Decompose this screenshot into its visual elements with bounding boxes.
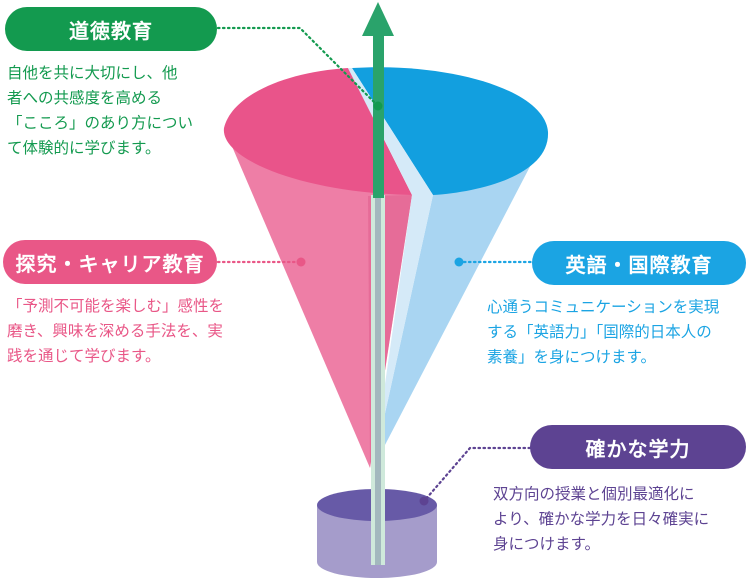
description-line: 素養」を身につけます。 [487, 348, 656, 366]
cone-left-top-face [223, 68, 412, 195]
description-line: 身につけます。 [493, 535, 600, 553]
description-line: 双方向の授業と個別最適化に [493, 485, 695, 503]
cone-right-half [348, 67, 549, 468]
leader-dot-inquiry [296, 257, 306, 267]
growth-arrow-shaft-upper [373, 34, 384, 198]
leader-lines [216, 26, 533, 502]
leader-line-moral [216, 26, 380, 108]
description-line: 心通うコミュニケーションを実現 [487, 298, 720, 316]
cone-right-inner-light [373, 195, 433, 468]
growth-arrow [362, 2, 394, 565]
cone-split-highlight [348, 68, 433, 195]
english-international-education-description: 心通うコミュニケーションを実現 する「英語力」「国際的日本人の 素養」を身につけ… [487, 295, 719, 370]
moral-education-label: 道徳教育 [5, 7, 217, 51]
description-line: 者への共感度を高める [7, 89, 163, 107]
english-international-education-label: 英語・国際教育 [532, 241, 746, 285]
leader-dot-moral [373, 101, 383, 111]
inquiry-career-education-description: 「予測不可能を楽しむ」感性を 磨き、興味を深める手法を、実 践を通じて学びます。 [7, 294, 224, 369]
description-line: 磨き、興味を深める手法を、実 [7, 322, 223, 340]
moral-education-description: 自他を共に大切にし、他 者への共感度を高める 「こころ」のあり方につい て体験的… [7, 61, 193, 161]
leader-dot-english [454, 257, 464, 267]
cone-right-body [373, 132, 548, 468]
description-line: て体験的に学びます。 [7, 139, 161, 157]
description-line: する「英語力」「国際的日本人の [487, 323, 712, 341]
inquiry-career-education-label: 探究・キャリア教育 [3, 240, 217, 284]
description-line: 自他を共に大切にし、他 [7, 64, 178, 82]
solid-academic-ability-label: 確かな学力 [530, 425, 746, 469]
cone-right-top-face [352, 67, 549, 195]
cone-left-body [225, 130, 412, 468]
growth-arrow-shaft-core [375, 195, 381, 565]
description-line: より、確かな学力を日々確実に [493, 510, 710, 528]
description-line: 践を通じて学びます。 [7, 347, 161, 365]
description-line: 「こころ」のあり方につい [7, 114, 194, 132]
leader-dots [296, 101, 464, 506]
description-line: 「予測不可能を楽しむ」感性を [7, 297, 225, 315]
leader-line-academic [423, 446, 532, 502]
leader-dot-academic [419, 496, 429, 506]
growth-arrow-head [362, 2, 394, 36]
solid-academic-ability-description: 双方向の授業と個別最適化に より、確かな学力を日々確実に 身につけます。 [493, 482, 709, 557]
